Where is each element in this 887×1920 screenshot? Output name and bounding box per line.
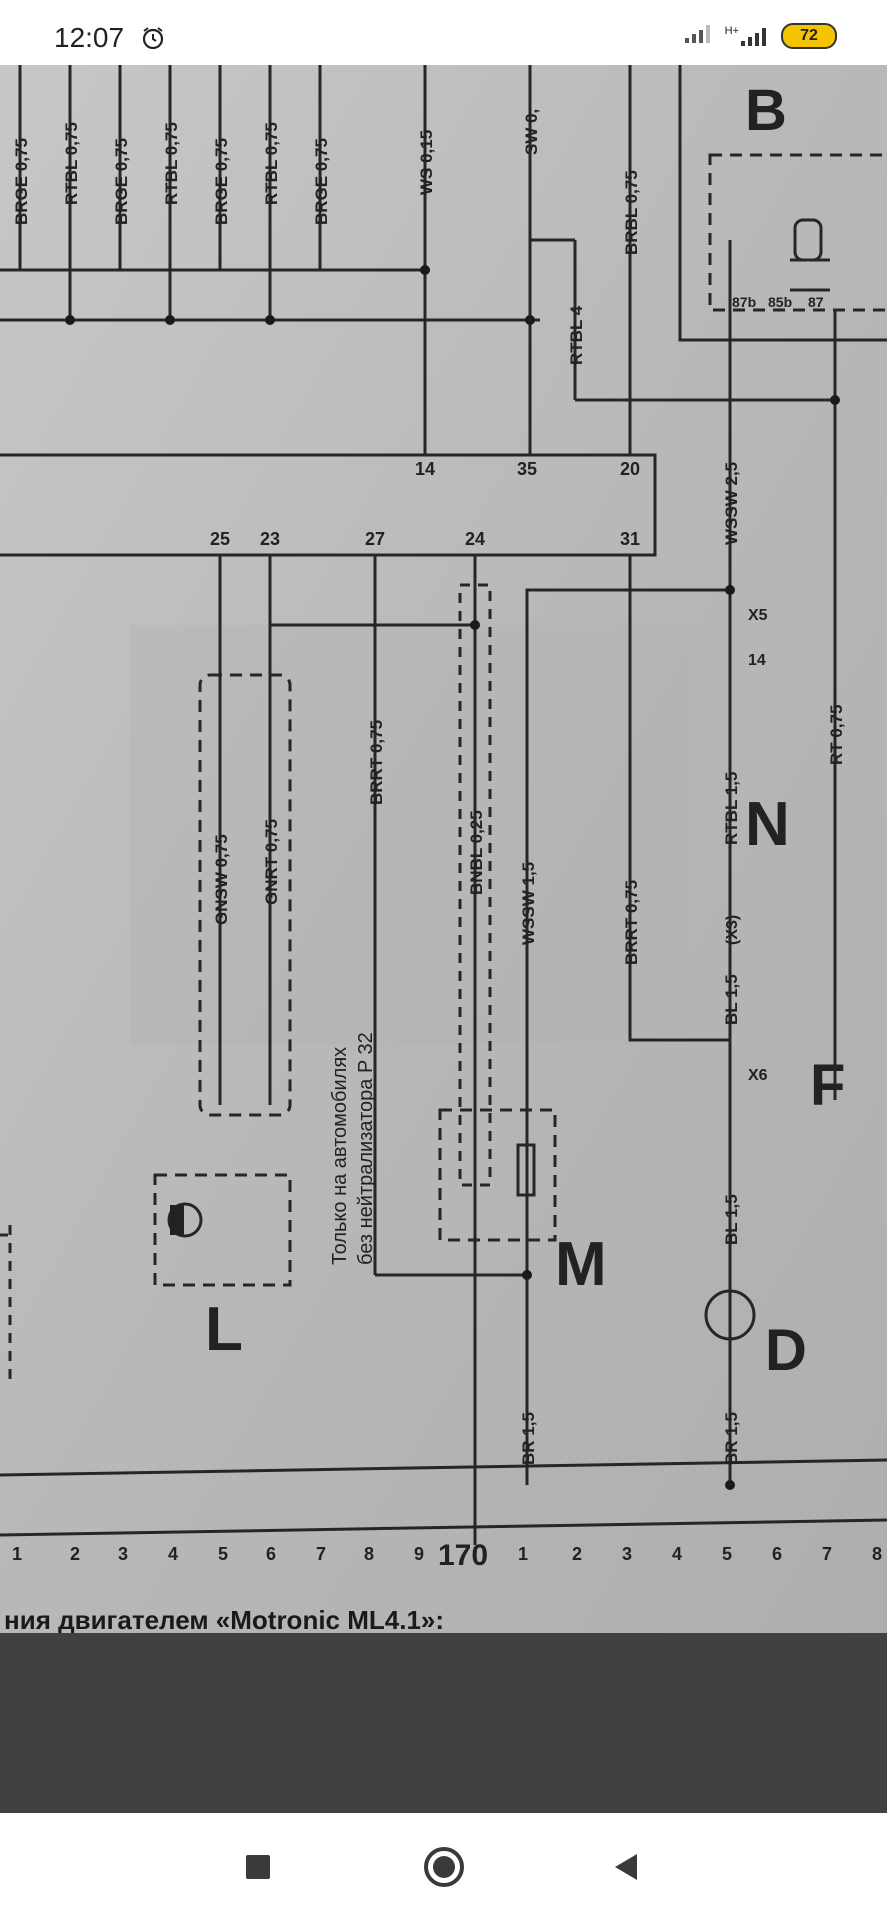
ruler-label: 8 [364, 1544, 374, 1564]
relay-pin-label: 87b [732, 294, 756, 310]
battery-indicator: 72 [781, 22, 837, 49]
ruler-label: 1 [518, 1544, 528, 1564]
ruler-label: 2 [572, 1544, 582, 1564]
wire-label: RTBL 0,75 [62, 122, 81, 205]
signal-h-plus: H+ [725, 25, 771, 47]
ruler-numbers: 1 2 3 4 5 6 7 8 9 170 1 2 3 4 5 6 7 8 [12, 1539, 882, 1572]
wire-label: BRGE 0,75 [212, 138, 231, 225]
wire-label: BNBL 0,25 [467, 810, 486, 895]
ruler-label: 2 [70, 1544, 80, 1564]
wire-label: RTBL 4 [567, 305, 586, 365]
square-icon [246, 1854, 270, 1879]
ruler-label: 4 [672, 1544, 682, 1564]
wire-label: BRBL 0,75 [622, 170, 641, 255]
wire-label: BR 1,5 [722, 1412, 741, 1465]
back-button[interactable] [566, 1813, 686, 1920]
ruler-label: 1 [12, 1544, 22, 1564]
connector-label: (X3) [724, 915, 741, 945]
wire-label: BR 1,5 [519, 1412, 538, 1465]
back-triangle-icon [615, 1853, 637, 1880]
diagram-caption: ния двигателем «Motronic ML4.1»: [4, 1605, 445, 1633]
signal-icon [683, 22, 715, 49]
wiring-diagram-photo[interactable]: B N F L M D BRGE 0,75 RTBL 0,75 BRGE 0,7… [0, 65, 887, 1633]
pin-label: 14 [415, 459, 435, 479]
ruler-label: 9 [414, 1544, 424, 1564]
pin-numbers: 14 35 20 25 23 27 24 31 87b 85b 87 X5 14… [210, 294, 824, 1084]
ruler-label: 6 [772, 1544, 782, 1564]
wire-label: BRGE 0,75 [312, 138, 331, 225]
recents-button[interactable] [198, 1813, 318, 1920]
wiring-diagram: B N F L M D BRGE 0,75 RTBL 0,75 BRGE 0,7… [0, 65, 887, 1633]
wire-label: SW 0, [522, 109, 541, 155]
relay-pin-label: 85b [768, 294, 792, 310]
ruler-label: 4 [168, 1544, 178, 1564]
ruler-label: 8 [872, 1544, 882, 1564]
wire-labels: BRGE 0,75 RTBL 0,75 BRGE 0,75 RTBL 0,75 … [12, 109, 846, 1465]
ruler-label: 170 [438, 1539, 488, 1572]
connector-label: 14 [748, 652, 766, 669]
alarm-icon [140, 25, 166, 56]
block-label-b: B [745, 78, 787, 143]
block-label-f: F [810, 1053, 845, 1118]
wire-label: BRRT 0,75 [622, 880, 641, 965]
ruler-label: 3 [118, 1544, 128, 1564]
pin-label: 23 [260, 529, 280, 549]
home-button[interactable] [384, 1813, 504, 1920]
ruler-label: 7 [316, 1544, 326, 1564]
pin-label: 25 [210, 529, 230, 549]
wire-label: RT 0,75 [827, 705, 846, 765]
wire-label: BL 1,5 [722, 1194, 741, 1245]
wire-label: WSSW 1,5 [519, 862, 538, 945]
navigation-bar [0, 1813, 887, 1920]
ruler-label: 7 [822, 1544, 832, 1564]
note-line-2: без нейтрализатора P 32 [355, 1032, 377, 1265]
block-label-d: D [765, 1318, 807, 1383]
signal-icon-2 [741, 27, 766, 46]
block-label-n: N [745, 790, 790, 859]
wire-label: WS 0,15 [417, 130, 436, 195]
pin-label: 24 [465, 529, 485, 549]
wire-label: RTBL 1,5 [722, 772, 741, 845]
pin-label: 35 [517, 459, 537, 479]
status-time: 12:07 [54, 22, 125, 53]
wire-label: GNRT 0,75 [262, 819, 281, 905]
viewer-background [0, 1633, 887, 1813]
connector-label: X5 [748, 607, 768, 624]
wire-label: WSSW 2,5 [722, 462, 741, 545]
pin-label: 27 [365, 529, 385, 549]
wire-label: RTBL 0,75 [162, 122, 181, 205]
status-bar: 12:07 H+ 72 [0, 0, 887, 65]
ruler-label: 5 [722, 1544, 732, 1564]
wire-label: BRRT 0,75 [367, 720, 386, 805]
ruler-label: 6 [266, 1544, 276, 1564]
wires [0, 65, 887, 1545]
block-label-l: L [205, 1295, 243, 1364]
connector-label: X6 [748, 1067, 768, 1084]
wire-label: BL 1,5 [722, 974, 741, 1025]
wire-label: GNSW 0,75 [212, 834, 231, 925]
home-circle-icon [424, 1846, 464, 1887]
note-line-1: Только на автомобилях [329, 1047, 351, 1265]
wire-label: BRGE 0,75 [12, 138, 31, 225]
pin-label: 31 [620, 529, 640, 549]
pin-label: 20 [620, 459, 640, 479]
relay-pin-label: 87 [808, 294, 824, 310]
wire-label: RTBL 0,75 [262, 122, 281, 205]
wire-label: BRGE 0,75 [112, 138, 131, 225]
status-indicators: H+ 72 [683, 22, 837, 49]
ruler-label: 5 [218, 1544, 228, 1564]
network-type: H+ [724, 24, 739, 37]
sensor-element [170, 1205, 184, 1235]
junction-dots [65, 265, 840, 1490]
ruler-label: 3 [622, 1544, 632, 1564]
block-label-m: M [555, 1230, 607, 1299]
